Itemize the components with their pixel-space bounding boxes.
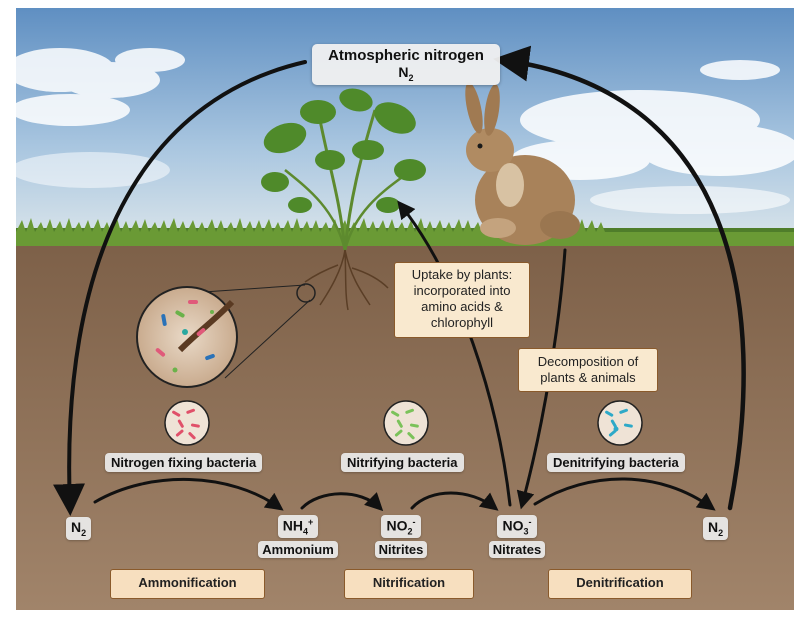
arrow-to-nitrates [410,491,499,511]
nitrogen-fixing-bacteria-icon [164,400,210,446]
atmospheric-nitrogen-title: Atmospheric nitrogen [328,47,484,64]
arrow-to-dinitrogen [533,477,716,511]
dinitrogen-right: N2 [703,517,729,540]
arrow-denitrification-return [493,45,746,511]
denitrification-box: Denitrification [548,569,692,599]
ammonification-box: Ammonification [110,569,265,599]
ammonium-name: Ammonium [258,541,338,559]
rabbit [465,82,580,245]
dinitrogen-left: N2 [66,517,92,540]
arrow-to-ammonium [93,477,284,511]
nitrites-name: Nitrites [374,541,428,559]
roots [304,249,389,311]
nitrification-box: Nitrification [344,569,474,599]
clouds [5,48,800,214]
nitrates-compound: NO3- Nitrates [484,515,550,559]
denitrifying-bacteria-label: Denitrifying bacteria [547,453,685,472]
plant [261,88,426,251]
nitrifying-bacteria-label: Nitrifying bacteria [341,453,464,472]
arrow-plant-uptake [397,200,512,507]
atmospheric-nitrogen-formula: N2 [398,64,414,83]
arrow-fixation [53,60,307,516]
grass [16,218,794,246]
decomposition-note: Decomposition of plants & animals [518,348,658,392]
nitrites-compound: NO2- Nitrites [368,515,434,559]
ammonium-compound: NH4+ Ammonium [256,515,340,559]
denitrifying-bacteria-icon [597,400,643,446]
arrow-to-nitrites [300,492,384,512]
nitrifying-bacteria-icon [383,400,429,446]
magnified-bacteria-view [136,283,316,388]
nitrates-name: Nitrates [488,541,546,559]
atmospheric-nitrogen-label: Atmospheric nitrogen N2 [312,44,500,85]
uptake-note: Uptake by plants: incorporated into amin… [394,262,530,338]
nitrogen-fixing-bacteria-label: Nitrogen fixing bacteria [105,453,263,472]
